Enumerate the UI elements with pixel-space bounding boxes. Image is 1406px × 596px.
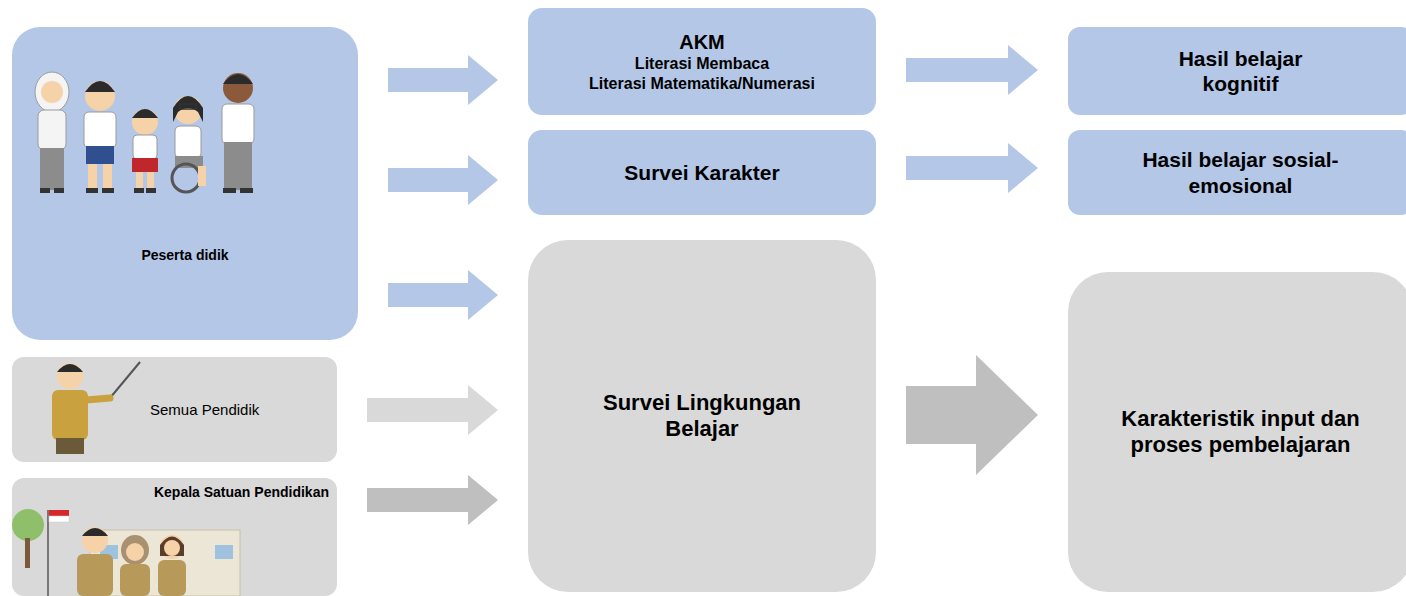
- process-box: Survei Lingkungan Belajar: [528, 240, 876, 592]
- node-sublabel: Literasi Matematika/Numerasi: [589, 74, 815, 93]
- result-box: Hasil belajar sosial-emosional: [1068, 130, 1406, 215]
- teacher-illustration: [52, 362, 140, 454]
- block-arrow: [388, 55, 498, 105]
- node-label: AKM: [679, 30, 725, 54]
- result-box: Hasil belajar kognitif: [1068, 27, 1406, 115]
- node-label: Survei Lingkungan Belajar: [587, 390, 817, 443]
- group-box: Peserta didik: [12, 27, 358, 340]
- result-box: Karakteristik input dan proses pembelaja…: [1068, 272, 1406, 592]
- students-illustration: [35, 72, 254, 193]
- block-arrow: [906, 355, 1038, 475]
- node-label: Peserta didik: [141, 247, 228, 264]
- node-sublabel: Literasi Membaca: [635, 54, 769, 73]
- node-label: Hasil belajar sosial-emosional: [1136, 147, 1346, 197]
- node-label: Karakteristik input dan proses pembelaja…: [1091, 406, 1391, 459]
- block-arrow: [388, 270, 498, 320]
- process-box: AKMLiterasi MembacaLiterasi Matematika/N…: [528, 8, 876, 115]
- block-arrow: [388, 155, 498, 205]
- node-label: Semua Pendidik: [150, 401, 259, 419]
- node-label: Kepala Satuan Pendidikan: [154, 484, 329, 501]
- node-label: Hasil belajar kognitif: [1148, 46, 1333, 96]
- node-label: Survei Karakter: [624, 160, 779, 185]
- block-arrow: [367, 475, 498, 525]
- group-box: Kepala Satuan Pendidikan: [12, 478, 337, 596]
- block-arrow: [906, 143, 1038, 193]
- block-arrow: [906, 45, 1038, 95]
- block-arrow: [367, 385, 498, 435]
- group-box: Semua Pendidik: [12, 357, 337, 462]
- process-box: Survei Karakter: [528, 130, 876, 215]
- school-illustration: [12, 509, 240, 596]
